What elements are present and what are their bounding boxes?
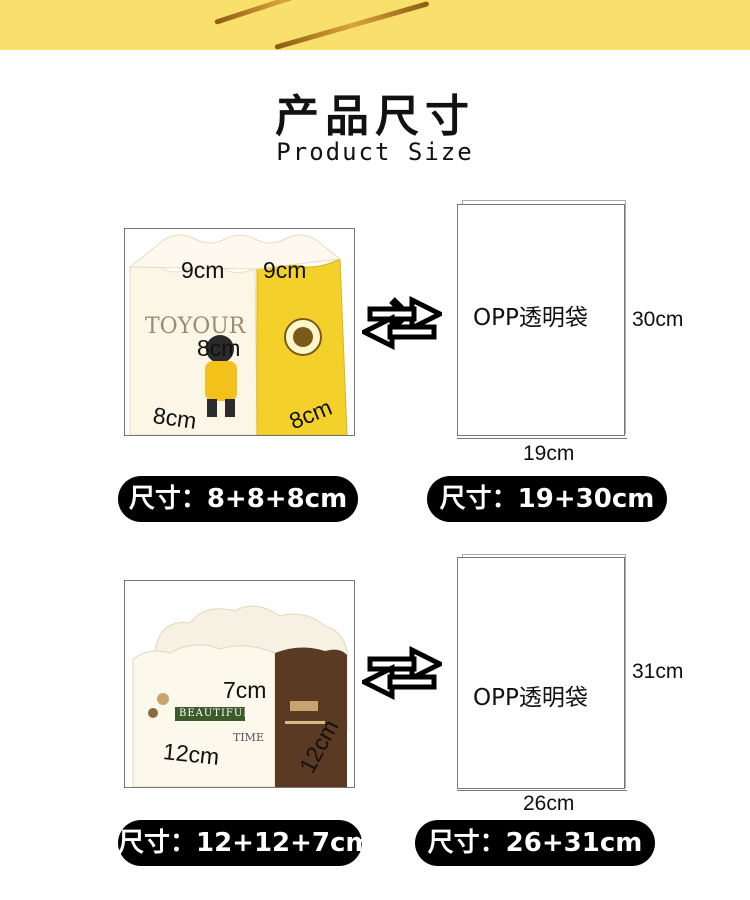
dim-height: 7cm: [223, 677, 267, 703]
page-subtitle: Product Size: [276, 138, 474, 166]
product-photo-2: BEAUTIFUL TIME 7cm 12cm 12cm: [124, 580, 355, 788]
bag-width-1: 19cm: [523, 442, 575, 465]
chopstick-decoration: [214, 0, 349, 25]
popcorn-box-illustration-1: [128, 234, 348, 435]
bag-label-2: OPP透明袋: [473, 685, 588, 711]
exchange-arrows-icon: [362, 295, 442, 351]
dim-top-right: 9cm: [263, 257, 307, 283]
dim-height: 8cm: [197, 335, 241, 361]
bag-height-2: 31cm: [632, 660, 684, 683]
box-brand-text: BEAUTIFUL: [179, 708, 251, 719]
chopstick-decoration: [274, 0, 430, 50]
bag-width-line-2: [457, 790, 627, 791]
dim-top-left: 9cm: [181, 257, 225, 283]
page-title: 产品尺寸: [275, 91, 475, 142]
box-brand-text: TOYOUR: [145, 314, 246, 339]
box-brand-text-2: TIME: [233, 731, 264, 744]
exchange-arrows-icon: [362, 645, 442, 701]
top-banner: [0, 0, 750, 50]
size-pill-box-2: 尺寸：12+12+7cm: [118, 820, 373, 866]
dim-bottom-left: 12cm: [161, 738, 221, 770]
opp-bag-2: OPP透明袋: [457, 557, 625, 789]
bag-height-1: 30cm: [632, 308, 684, 331]
dim-bottom-left: 8cm: [151, 402, 199, 434]
size-pill-box-1: 尺寸：8+8+8cm: [118, 476, 358, 522]
size-pill-bag-1: 尺寸：19+30cm: [427, 476, 667, 522]
bag-width-line-1: [457, 438, 627, 439]
bag-label-1: OPP透明袋: [473, 305, 588, 331]
bag-width-2: 26cm: [523, 792, 575, 815]
size-pill-bag-2: 尺寸：26+31cm: [415, 820, 655, 866]
product-photo-1: TOYOUR 9cm 9cm 8cm 8cm 8cm: [124, 228, 355, 436]
opp-bag-1: OPP透明袋: [457, 204, 625, 436]
popcorn-box-illustration-2: [132, 605, 348, 787]
